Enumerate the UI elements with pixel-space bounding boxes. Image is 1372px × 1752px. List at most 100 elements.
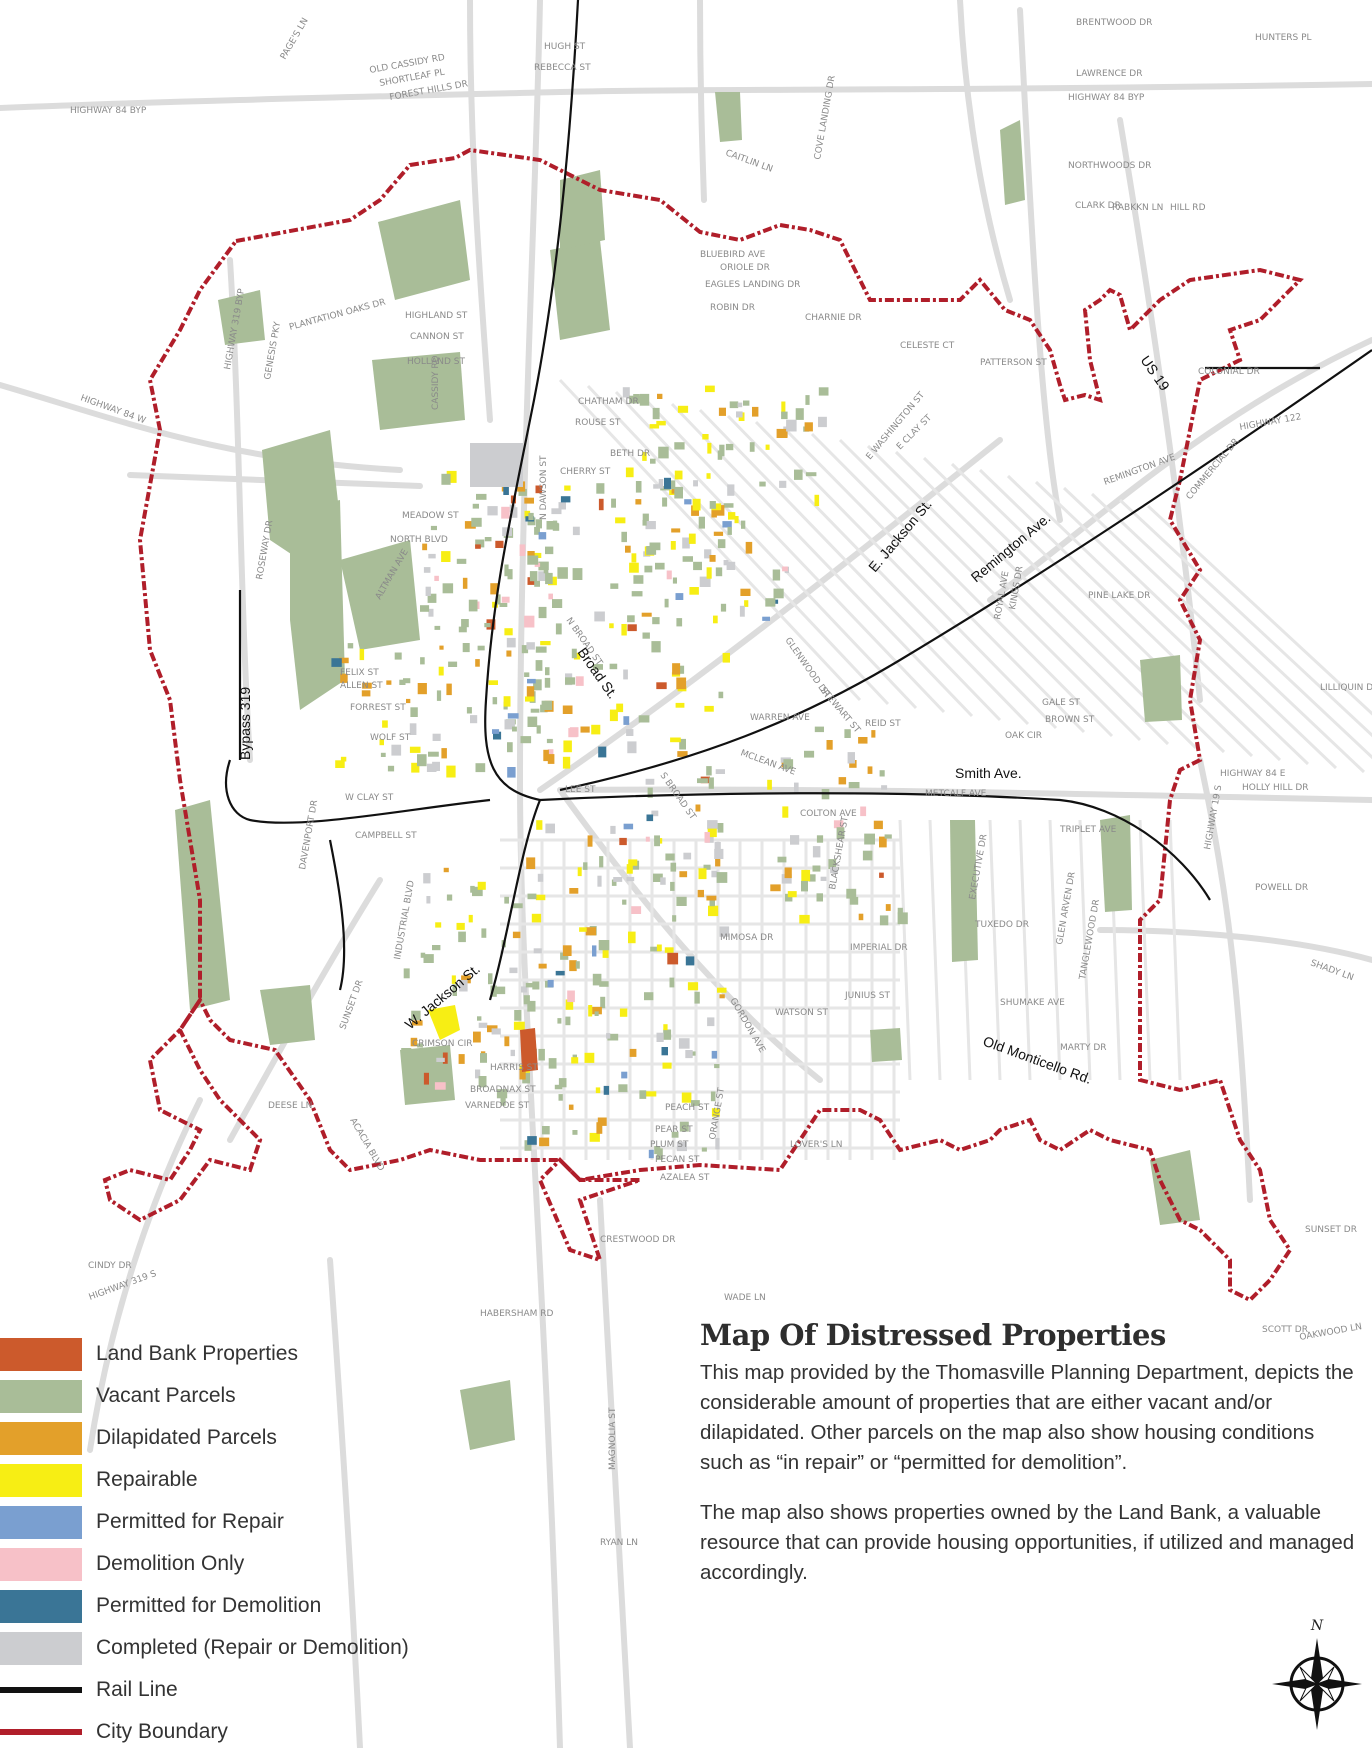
- legend-item: Permitted for Demolition: [0, 1586, 321, 1626]
- vacant-parcel: [555, 623, 562, 635]
- vacant-parcel: [717, 823, 724, 833]
- street-label: PEAR ST: [655, 1125, 693, 1135]
- vacant-parcel: [849, 896, 859, 905]
- dilapidated-parcel: [464, 521, 476, 529]
- repairable-parcel: [540, 641, 551, 646]
- vacant-parcel: [535, 519, 542, 529]
- vacant-area: [290, 500, 345, 710]
- info-paragraph-1: This map provided by the Thomasville Pla…: [700, 1361, 1354, 1474]
- vacant-parcel: [622, 899, 627, 905]
- repairable-parcel: [359, 648, 365, 661]
- repairable-parcel: [468, 914, 473, 923]
- vacant-parcel: [600, 996, 606, 1009]
- vacant-parcel: [658, 446, 669, 459]
- vacant-parcel: [423, 954, 434, 963]
- street-label: OAK CIR: [1005, 731, 1042, 741]
- vacant-parcel: [664, 598, 669, 608]
- dilapidated-parcel: [417, 683, 427, 695]
- dilapidated-parcel: [597, 1117, 607, 1126]
- vacant-parcel: [529, 571, 538, 582]
- completed-parcel: [627, 741, 637, 754]
- dilapidated-parcel: [439, 645, 444, 650]
- vacant-parcel: [765, 598, 776, 607]
- completed-parcel: [653, 484, 659, 489]
- vacant-parcel: [879, 770, 885, 777]
- vacant-parcel: [647, 787, 653, 798]
- vacant-parcel: [698, 516, 705, 529]
- vacant-parcel: [669, 977, 675, 988]
- completed-parcel: [504, 719, 515, 730]
- vacant-parcel: [583, 862, 588, 870]
- vacant-parcel: [672, 915, 677, 922]
- vacant-parcel: [644, 565, 653, 573]
- vacant-parcel: [524, 1140, 532, 1151]
- legend-line-swatch: [0, 1687, 82, 1693]
- street-label: ROBIN DR: [710, 303, 755, 313]
- completed-parcel: [704, 549, 712, 559]
- vacant-parcel: [795, 408, 804, 420]
- vacant-parcel: [527, 716, 538, 727]
- street-label: EAGLES LANDING DR: [705, 280, 800, 290]
- completed-parcel: [423, 873, 431, 884]
- vacant-parcel: [671, 1131, 679, 1138]
- completed-parcel: [594, 611, 605, 622]
- completed-parcel: [820, 876, 827, 881]
- street-label: SUNSET DR: [338, 979, 365, 1031]
- land-bank-parcel: [535, 485, 543, 494]
- street-label: BRENTWOOD DR: [1076, 18, 1152, 28]
- repairable-parcel: [663, 1024, 668, 1031]
- dilapidated-parcel: [740, 588, 751, 596]
- us-19-label: US 19: [1138, 353, 1174, 394]
- repairable-parcel: [707, 442, 712, 454]
- vacant-parcel: [631, 591, 643, 597]
- street-label: CELESTE CT: [900, 341, 955, 351]
- repairable-parcel: [814, 494, 820, 507]
- vacant-parcel: [428, 751, 439, 757]
- repairable-parcel: [734, 516, 739, 524]
- vacant-parcel: [560, 952, 569, 960]
- land-bank-parcel: [486, 619, 496, 630]
- vacant-parcel: [523, 995, 530, 1005]
- vacant-area: [1000, 120, 1025, 205]
- vacant-parcel: [535, 646, 547, 653]
- repairable-parcel: [525, 696, 535, 702]
- vacant-parcel: [481, 928, 487, 938]
- dilapidated-parcel: [784, 867, 792, 879]
- vacant-parcel: [527, 893, 537, 900]
- repairable-parcel: [589, 1132, 600, 1142]
- vacant-parcel: [494, 986, 506, 995]
- legend-color-swatch: [0, 1547, 82, 1581]
- vacant-parcel: [507, 569, 513, 580]
- vacant-area: [870, 1028, 902, 1062]
- street-label: CASSIDY RD: [431, 355, 441, 410]
- street-label: HIGHWAY 84 BYP: [70, 106, 147, 116]
- completed-parcel: [739, 605, 745, 617]
- permitted-repair-parcel: [492, 729, 500, 734]
- vacant-parcel: [814, 726, 824, 733]
- completed-parcel: [558, 502, 566, 510]
- completed-parcel: [426, 763, 437, 772]
- street-label: ROUSE ST: [575, 418, 621, 428]
- vacant-parcel: [478, 1076, 487, 1088]
- street-label: BROWN ST: [1045, 715, 1095, 725]
- vacant-parcel: [650, 458, 656, 464]
- vacant-parcel: [512, 903, 523, 909]
- completed-parcel: [723, 560, 729, 566]
- dilapidated-parcel: [506, 650, 512, 657]
- dilapidated-parcel: [625, 545, 631, 553]
- repairable-parcel: [616, 703, 624, 713]
- street-label: DEESE LN: [268, 1101, 312, 1111]
- vacant-parcel: [572, 1054, 577, 1060]
- dilapidated-parcel: [719, 994, 725, 999]
- street-label: REID ST: [865, 719, 901, 729]
- repairable-parcel: [382, 720, 388, 728]
- demolition-only-parcel: [666, 570, 672, 580]
- street-label: VARNEDOE ST: [465, 1101, 530, 1111]
- repairable-parcel: [681, 1092, 692, 1103]
- repairable-parcel: [579, 927, 587, 932]
- vacant-parcel: [717, 450, 723, 460]
- repairable-parcel: [595, 1087, 601, 1094]
- repairable-parcel: [708, 905, 719, 917]
- vacant-parcel: [783, 759, 794, 770]
- repairable-parcel: [706, 567, 712, 579]
